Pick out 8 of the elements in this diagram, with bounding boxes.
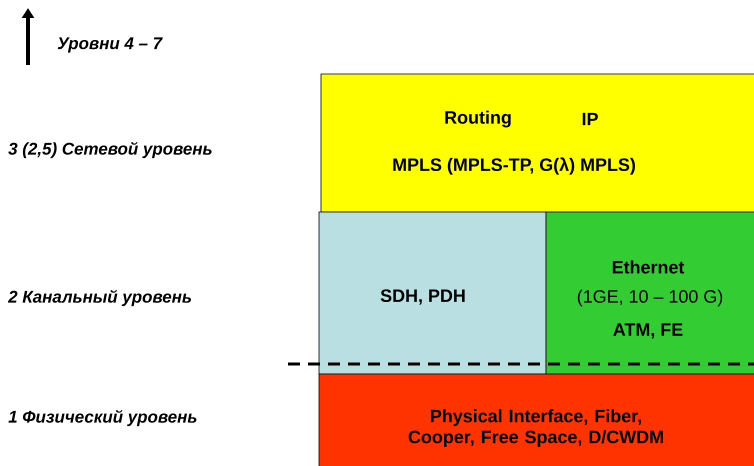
- layer-box: Routing IP MPLS (MPLS-TP, G(λ) MPLS): [320, 74, 754, 212]
- level-label: 3 (2,5) Сетевой уровень: [8, 142, 212, 158]
- level-label: 2 Канальный уровень: [8, 290, 191, 306]
- level-label: Уровни 4 – 7: [58, 37, 163, 53]
- layer-box: Ethernet (1GE, 10 – 100 G) ATM, FE: [546, 212, 754, 374]
- level-label: 1 Физический уровень: [8, 410, 196, 426]
- layer-box: Physical Interface, Fiber, Cooper, Free Space, D/CWDM: [318, 374, 754, 466]
- layer-box: SDH, PDH: [318, 212, 546, 374]
